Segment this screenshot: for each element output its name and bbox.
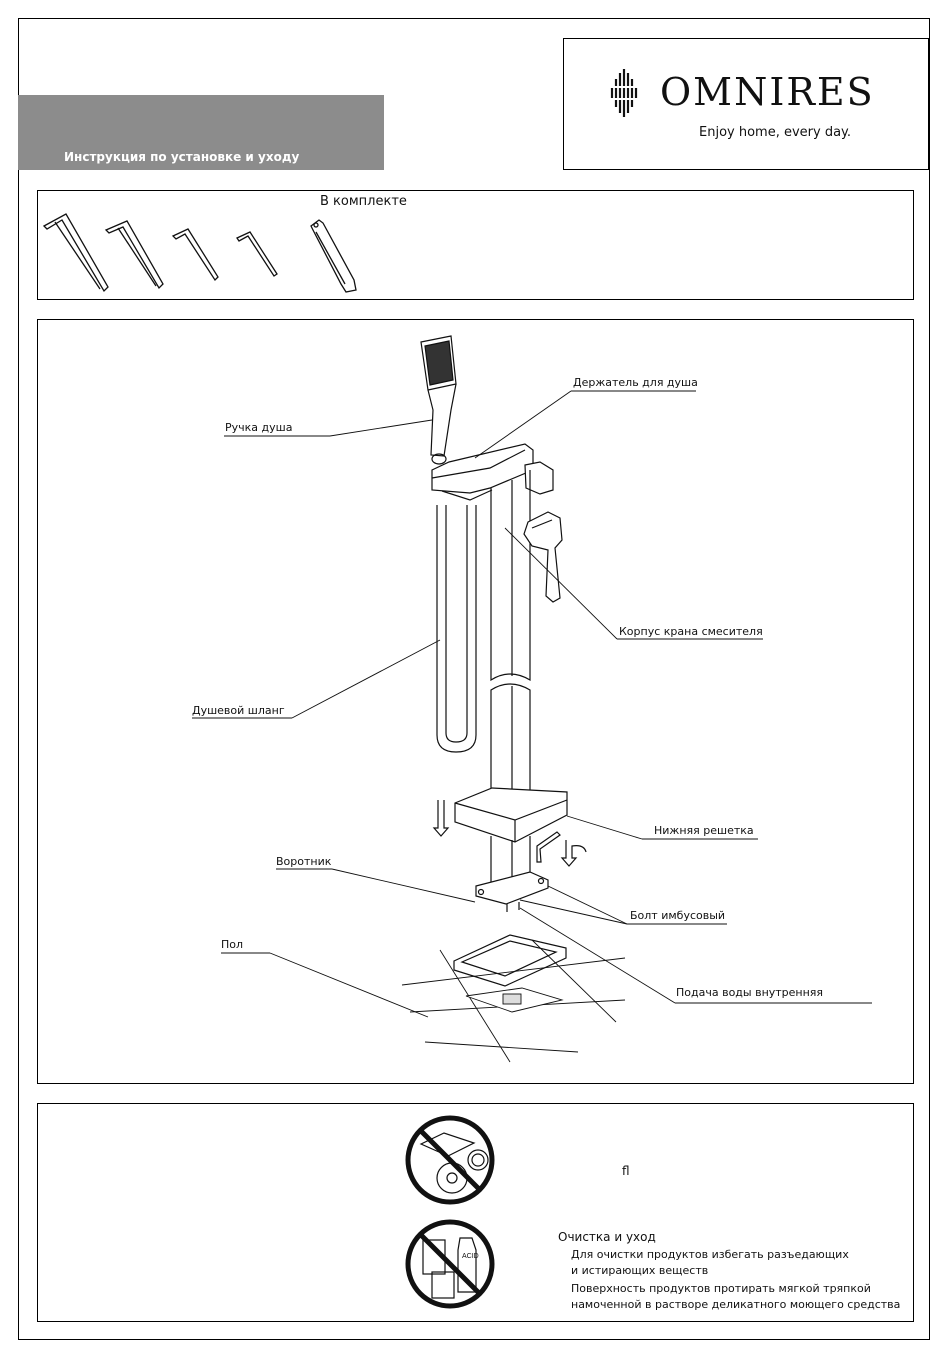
label-hex-bolt: Болт имбусовый bbox=[630, 909, 726, 922]
label-shower-hose: Душевой шланг bbox=[192, 704, 285, 717]
care-line-2: и истирающих веществ bbox=[571, 1264, 709, 1277]
label-bottom-grille: Нижняя решетка bbox=[654, 824, 754, 837]
label-water-supply: Подача воды внутренняя bbox=[676, 986, 824, 999]
care-box bbox=[37, 1103, 914, 1322]
brand-tagline: Enjoy home, every day. bbox=[699, 125, 852, 140]
care-title: Очистка и уход bbox=[558, 1230, 656, 1244]
label-collar: Воротник bbox=[276, 855, 332, 868]
care-line-4: намоченной в растворе деликатного моющег… bbox=[571, 1298, 901, 1311]
care-line-3: Поверхность продуктов протирать мягкой т… bbox=[571, 1282, 871, 1295]
diagram-box bbox=[37, 319, 914, 1084]
stray-glyph: ﬂ bbox=[622, 1164, 630, 1178]
banner-title: Инструкция по установке и уходу bbox=[64, 150, 300, 164]
kit-title: В комплекте bbox=[320, 194, 407, 209]
page-frame bbox=[18, 18, 930, 1340]
brand-name: OMNIRES bbox=[660, 70, 875, 114]
label-floor: Пол bbox=[221, 938, 244, 951]
label-faucet-body: Корпус крана смесителя bbox=[619, 625, 763, 638]
label-shower-handle: Ручка душа bbox=[225, 421, 293, 434]
label-shower-holder: Держатель для душа bbox=[573, 376, 698, 389]
header-banner bbox=[18, 95, 384, 170]
logo-box bbox=[563, 38, 929, 170]
kit-box bbox=[37, 190, 914, 300]
care-line-1: Для очистки продуктов избегать разъедающ… bbox=[571, 1248, 849, 1261]
